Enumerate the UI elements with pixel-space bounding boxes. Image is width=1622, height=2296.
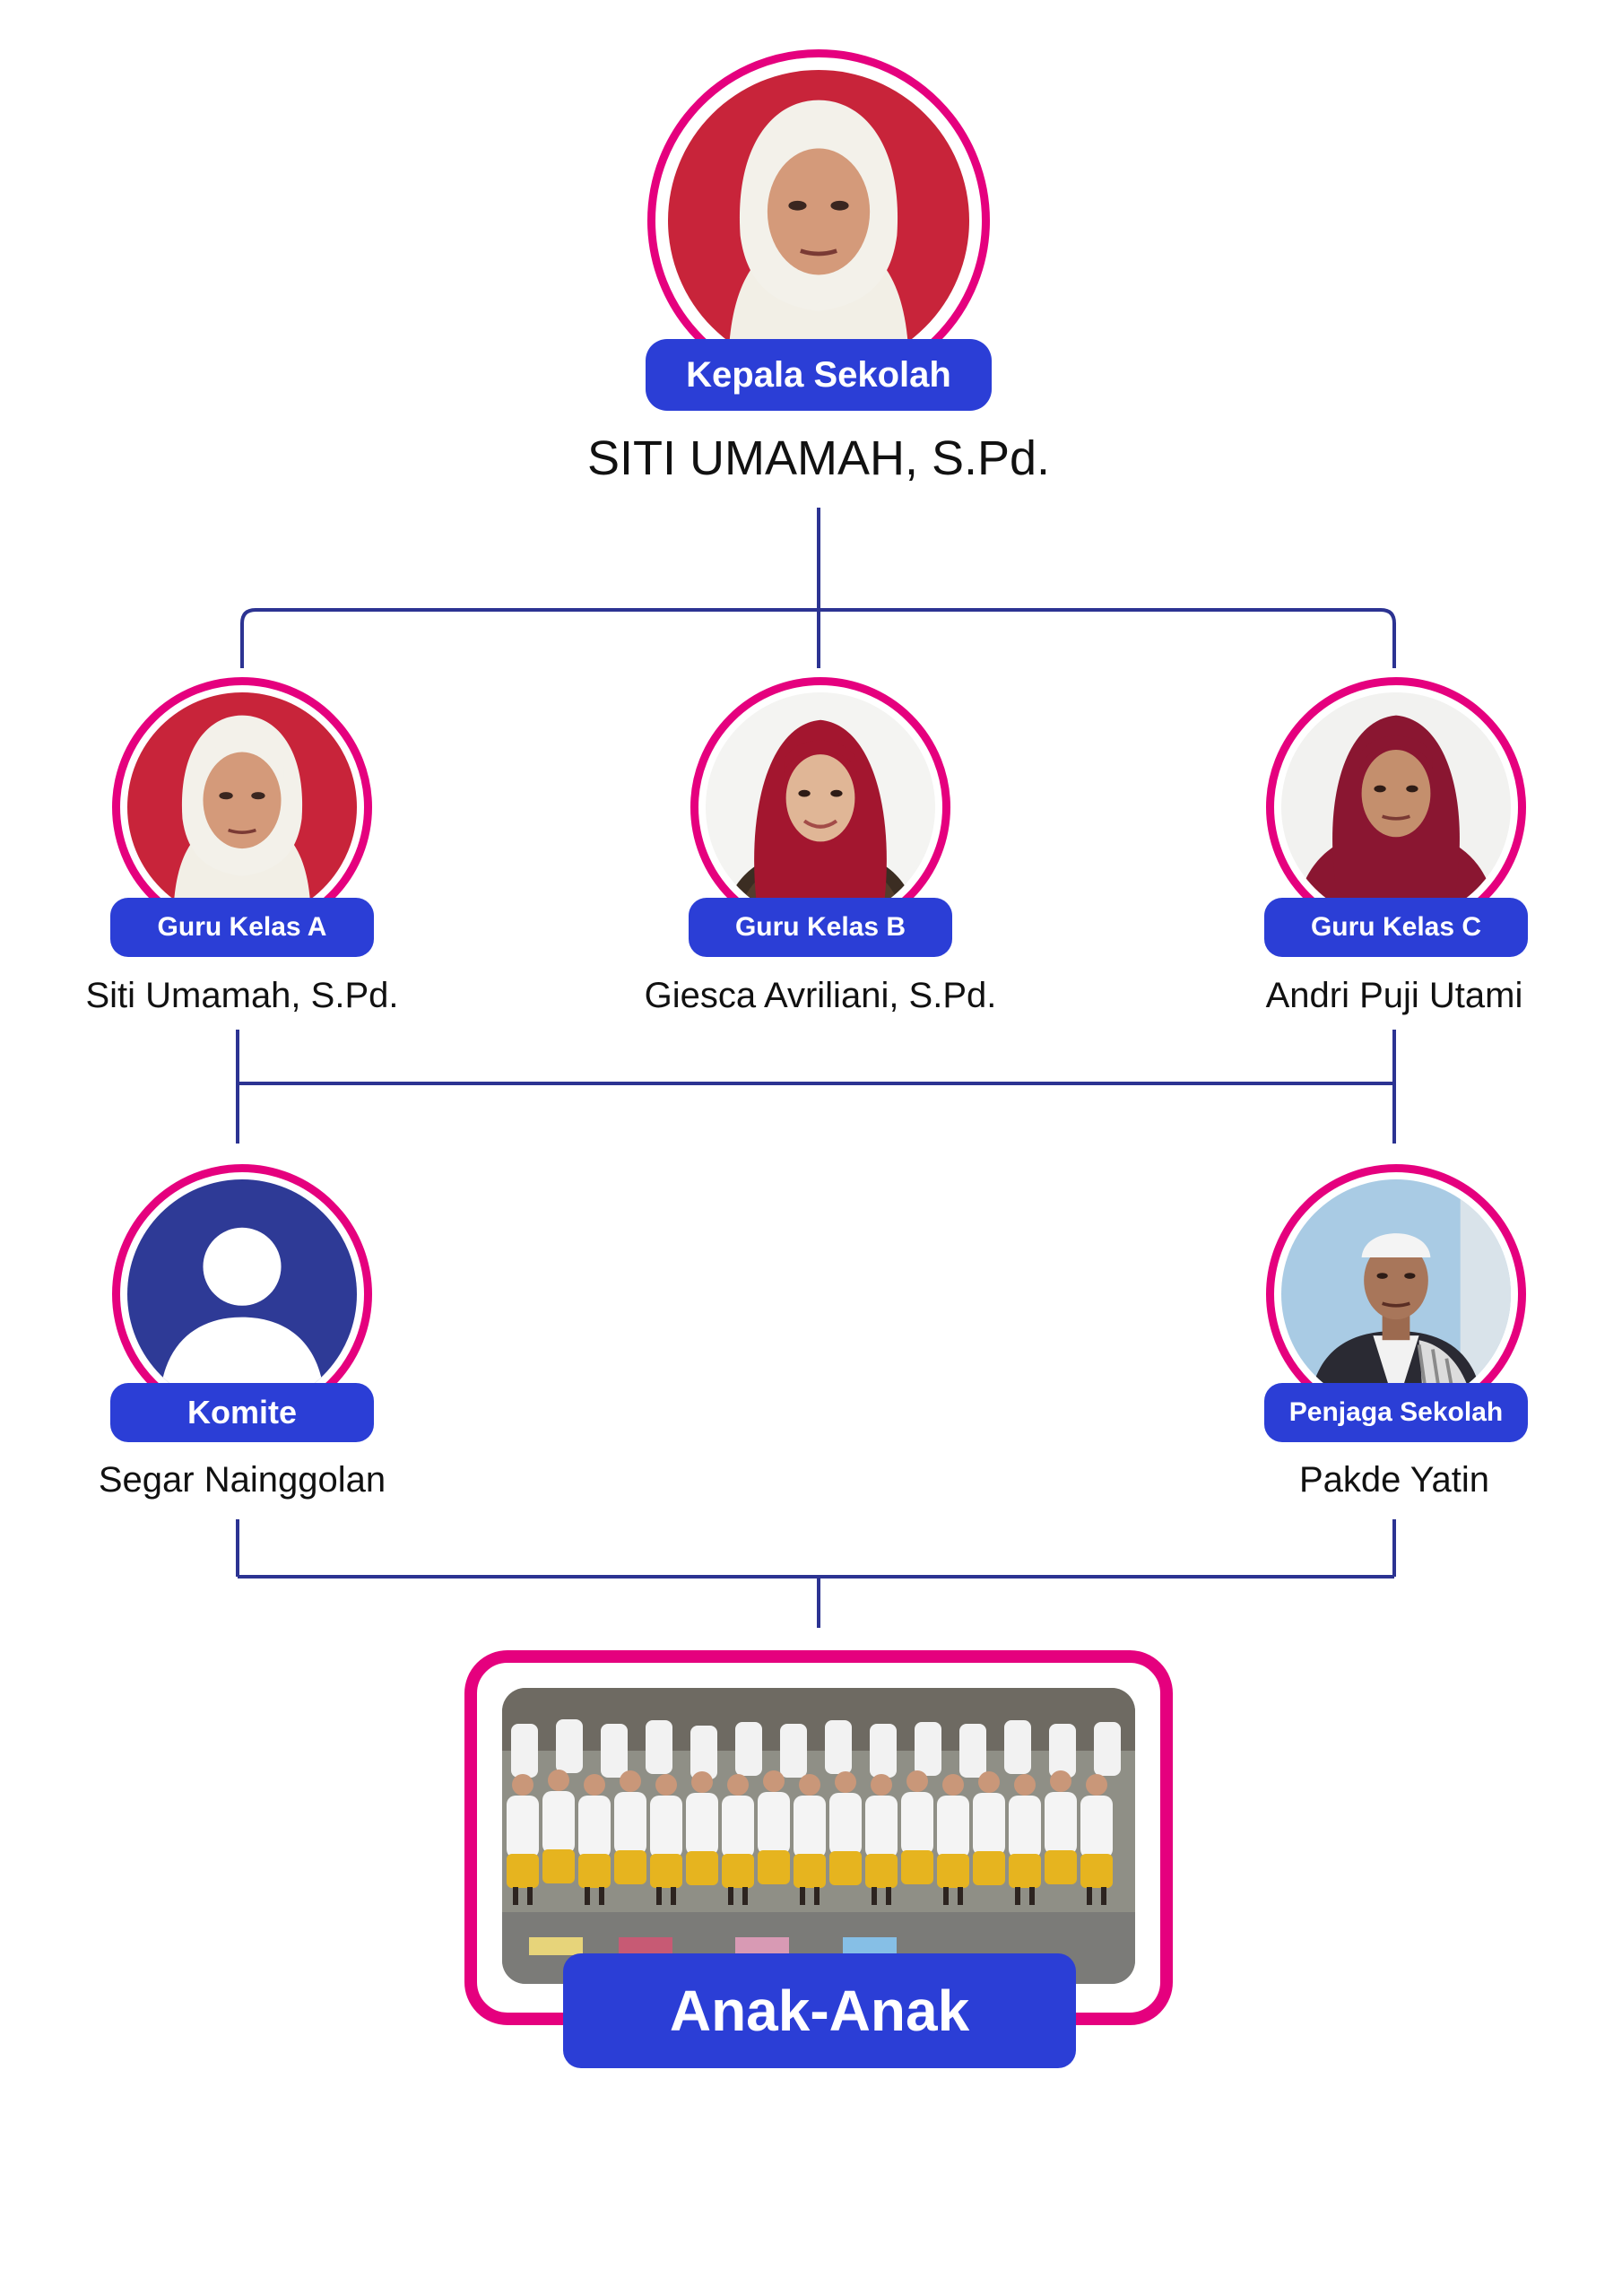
principal-role-badge: Kepala Sekolah (646, 339, 992, 411)
children-label-badge: Anak-Anak (563, 1953, 1076, 2068)
teacher-b-portrait (706, 692, 935, 922)
teacher-c-role-badge: Guru Kelas C (1264, 898, 1528, 957)
committee-portrait (127, 1179, 357, 1409)
teacher-a-name: Siti Umamah, S.Pd. (85, 976, 399, 1015)
children-group-photo (502, 1688, 1135, 1984)
committee-name: Segar Nainggolan (98, 1460, 386, 1500)
teacher-b-role-badge: Guru Kelas B (689, 898, 952, 957)
connector-teacher-bus (240, 608, 1396, 668)
teacher-c-name: Andri Puji Utami (1265, 976, 1523, 1015)
teacher-a-portrait (127, 692, 357, 922)
teacher-a-role-badge: Guru Kelas A (110, 898, 374, 957)
caretaker-portrait (1281, 1179, 1511, 1409)
principal-portrait (668, 70, 969, 371)
principal-name: SITI UMAMAH, S.Pd. (586, 431, 1051, 485)
committee-role-badge: Komite (110, 1383, 374, 1442)
teacher-b-name: Giesca Avriliani, S.Pd. (644, 976, 997, 1015)
caretaker-name: Pakde Yatin (1298, 1460, 1489, 1500)
caretaker-role-badge: Penjaga Sekolah (1264, 1383, 1528, 1442)
teacher-c-portrait (1281, 692, 1511, 922)
user-placeholder-icon (127, 1179, 357, 1409)
